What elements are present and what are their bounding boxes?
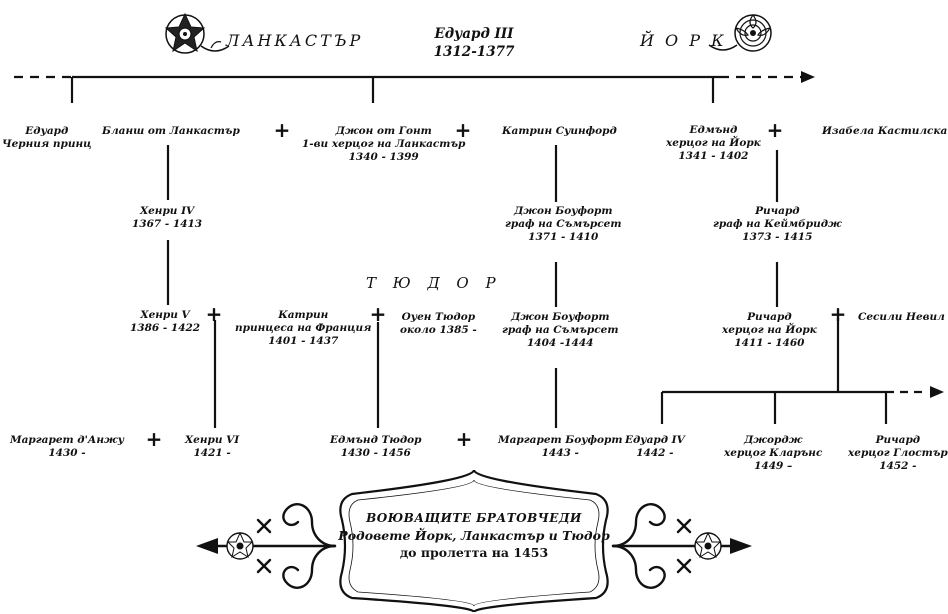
banner-line-2: Родовете Йорк, Ланкастър и Тюдор <box>338 528 610 543</box>
marriage-symbol: + <box>455 427 473 451</box>
marriage-symbol: + <box>766 118 784 142</box>
person-edmund-tudor: Едмънд Тюдор 1430 - 1456 <box>330 434 422 459</box>
banner-line-1: ВОЮВАЩИТЕ БРАТОВЧЕДИ <box>366 511 582 525</box>
house-york-label: Й О Р К <box>640 31 727 50</box>
marriage-symbol: + <box>454 118 472 142</box>
root-edward-iii: Едуард III 1312-1377 <box>434 25 515 61</box>
person-edmund-york: Едмънд херцог на Йорк 1341 - 1402 <box>666 124 761 162</box>
person-catherine-of-france: Катрин принцеса на Франция 1401 - 1437 <box>235 309 372 347</box>
house-lancaster-label: ЛАНКАСТЪР <box>226 31 364 50</box>
banner-frame <box>339 469 609 614</box>
marriage-symbol: + <box>369 302 387 326</box>
person-john-beaufort-earl: Джон Боуфорт граф на Съмърсет 1371 - 141… <box>505 205 622 243</box>
person-john-beaufort-duke: Джон Боуфорт граф на Съмърсет 1404 -1444 <box>502 311 619 349</box>
banner-line-3: до пролетта на 1453 <box>399 545 549 560</box>
person-henry-vi: Хенри VI 1421 - <box>185 434 240 459</box>
person-richard-gloucester: Ричард херцог Глостър 1452 - <box>848 434 948 472</box>
right-rose-icon <box>694 531 722 560</box>
person-margaret-beaufort: Маргарет Боуфорт 1443 - <box>498 434 623 459</box>
person-owen-tudor: Оуен Тюдор около 1385 - <box>400 311 477 336</box>
person-isabella-castile: Изабела Кастилска <box>822 125 948 137</box>
lancaster-rose-icon <box>164 12 230 54</box>
marriage-symbol: + <box>205 302 223 326</box>
person-richard-cambridge: Ричард граф на Кеймбридж 1373 - 1415 <box>713 205 842 243</box>
person-george-clarence: Джордж херцог Кларънс 1449 – <box>724 434 823 472</box>
root-years: 1312-1377 <box>433 44 515 60</box>
person-margaret-anjou: Маргарет д'Анжу 1430 - <box>10 434 124 459</box>
marriage-symbol: + <box>273 118 291 142</box>
person-edward-iv: Едуард IV 1442 - <box>625 434 685 459</box>
person-henry-iv: Хенри IV 1367 - 1413 <box>132 205 203 230</box>
york-rose-icon <box>708 14 772 52</box>
person-henry-v: Хенри V 1386 - 1422 <box>130 309 201 334</box>
person-edward-black-prince: Едуард Черния принц <box>2 125 92 150</box>
person-katherine-swynford: Катрин Суинфорд <box>502 125 617 137</box>
person-richard-duke-york: Ричард херцог на Йорк 1411 - 1460 <box>722 311 817 349</box>
marriage-symbol: + <box>145 427 163 451</box>
person-blanche: Бланш от Ланкастър <box>102 125 240 137</box>
marriage-symbol: + <box>829 302 847 326</box>
banner-title: ВОЮВАЩИТЕ БРАТОВЧЕДИ Родовете Йорк, Ланк… <box>338 510 609 561</box>
house-tudor-label: Т Ю Д О Р <box>366 274 502 292</box>
root-name: Едуард III <box>434 26 514 42</box>
person-john-of-gaunt: Джон от Гонт 1-ви херцог на Ланкастър 13… <box>302 125 466 163</box>
person-cecily-neville: Сесили Невил <box>858 311 945 323</box>
left-rose-icon <box>226 531 254 560</box>
